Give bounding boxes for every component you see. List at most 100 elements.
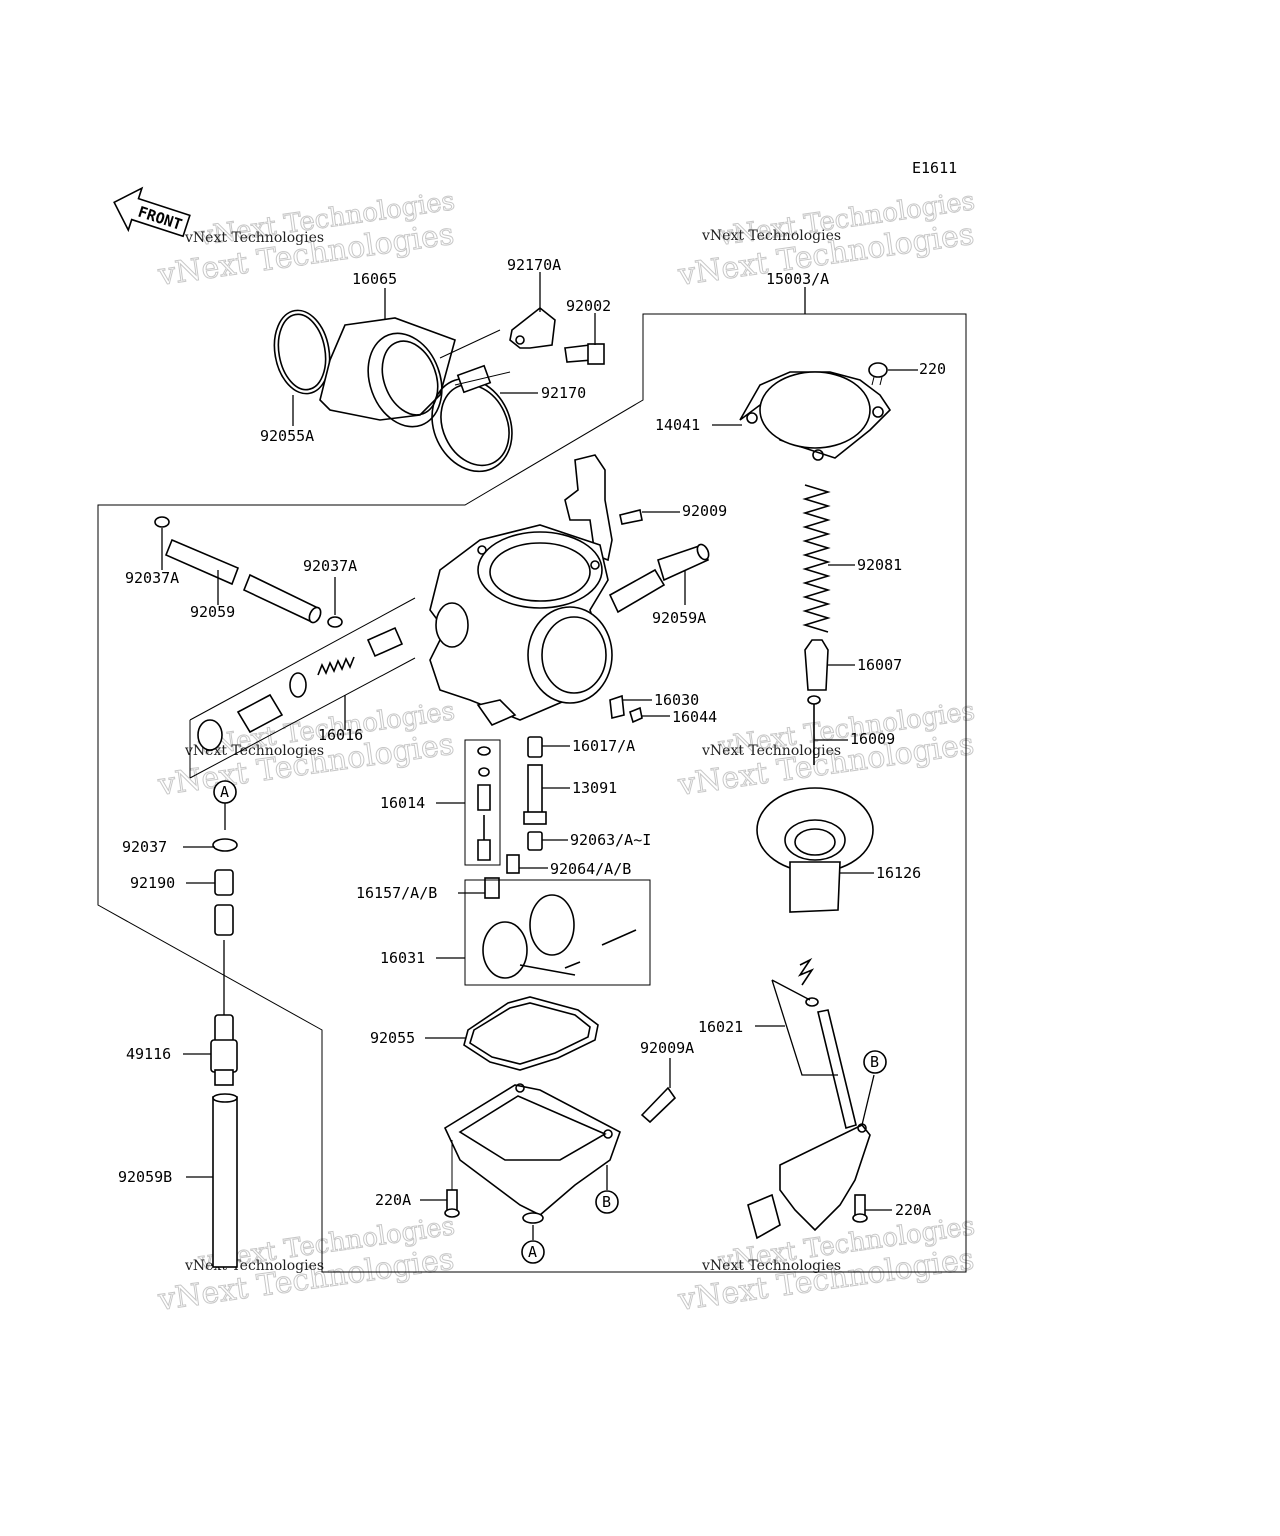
callout-b-right: B	[863, 1050, 887, 1074]
screw-92009a	[640, 1086, 677, 1124]
watermark-text-small: vNext Technologies	[184, 743, 324, 759]
plunger-92190-b	[214, 904, 234, 936]
clip-92037a-mid	[327, 616, 343, 628]
vent-tube-92059a-upper	[657, 543, 710, 582]
watermark-bottom-right: vNext Technologies vNext Technologies vN…	[675, 1211, 977, 1319]
label-15003a: 15003/A	[766, 270, 829, 288]
float-arm	[519, 961, 581, 976]
bowl-drain	[522, 1212, 544, 1224]
bracket-hole	[515, 335, 525, 345]
label-92059a: 92059A	[652, 609, 706, 627]
slide-piston	[789, 861, 841, 913]
vent-tube-92059a-lower	[608, 568, 666, 614]
gasket-92055	[463, 996, 599, 1071]
fitting-49116-top	[214, 1014, 234, 1044]
clamp-92170	[431, 377, 513, 473]
hose-92059-lower	[242, 573, 320, 624]
float-bowl	[443, 1084, 621, 1216]
watermark-top-left: vNext Technologies vNext Technologies vN…	[155, 186, 457, 294]
idle-spring	[797, 957, 815, 986]
clip-92037a-left	[154, 516, 170, 528]
diagram-code: E1611	[912, 159, 957, 177]
watermark-text-small: vNext Technologies	[184, 1258, 324, 1274]
callout-b-circle	[595, 1190, 619, 1214]
carb-outlet-bore-inner	[541, 616, 607, 694]
watermark-text-small: vNext Technologies	[701, 1258, 841, 1274]
throttle-stop-bracket	[779, 1124, 871, 1232]
callout-a-circle	[521, 1240, 545, 1264]
needle-valve-clip	[477, 746, 491, 756]
pilot-jet-92064	[506, 854, 520, 874]
screw-220a-right-head	[852, 1213, 868, 1223]
carb-chamber-inner	[489, 542, 591, 602]
label-16030: 16030	[654, 691, 699, 709]
plunger-nut	[236, 693, 284, 734]
clamp-92170-inner	[440, 383, 510, 467]
float-left	[482, 921, 528, 979]
needle-jet-13091	[527, 764, 543, 816]
hose-92059-upper	[164, 538, 240, 586]
label-16031: 16031	[380, 949, 425, 967]
bracket-92170a	[509, 306, 556, 349]
float-16031-box	[464, 879, 651, 986]
callout-a-letter: A	[528, 1243, 537, 1261]
needle-valve-ring	[478, 767, 490, 777]
label-16021: 16021	[698, 1018, 743, 1036]
label-16065: 16065	[352, 270, 397, 288]
watermark-bottom-left: vNext Technologies vNext Technologies vN…	[155, 1211, 457, 1319]
vent-tube-end	[696, 543, 710, 561]
screw-92009	[619, 509, 643, 525]
choke-group-outline	[189, 597, 416, 779]
intake-section	[273, 272, 605, 473]
callout-a-circle	[213, 780, 237, 804]
float-right	[529, 894, 575, 956]
carb-body-section	[429, 454, 710, 726]
float-bowl-inner	[458, 1095, 607, 1161]
o-ring-92055a-inner	[277, 313, 327, 391]
carb-chamber-top	[477, 531, 603, 609]
jets-section	[436, 736, 570, 899]
label-92037a-left: 92037A	[125, 569, 179, 587]
label-220a-left: 220A	[375, 1191, 411, 1209]
label-220: 220	[919, 360, 946, 378]
tube-92059b-end	[212, 1093, 238, 1103]
o-ring-92055a	[273, 309, 331, 395]
fitting-49116-body	[210, 1039, 238, 1073]
label-92009: 92009	[682, 502, 727, 520]
needle-holder-16007	[804, 639, 829, 691]
needle-valve-seat	[477, 839, 491, 861]
label-92055: 92055	[370, 1029, 415, 1047]
body-boss	[477, 545, 487, 555]
spring-92081	[802, 484, 831, 633]
cover-hole	[812, 449, 824, 461]
watermark-mid-right: vNext Technologies vNext Technologies vN…	[675, 696, 977, 804]
label-16016: 16016	[318, 726, 363, 744]
callout-b-letter: B	[602, 1193, 611, 1211]
clamp-screw-head	[456, 364, 492, 394]
gasket-92055-inner	[469, 1002, 591, 1065]
label-92170a: 92170A	[507, 256, 561, 274]
bowl-hole	[515, 1083, 525, 1093]
callout-a-letter: A	[220, 783, 229, 801]
jet-16017a	[527, 736, 543, 758]
tube-92059b	[212, 1096, 238, 1268]
main-jet-92063	[527, 831, 543, 851]
plunger-92190-a	[214, 869, 234, 896]
idle-knob	[747, 1193, 781, 1240]
label-92059b: 92059B	[118, 1168, 172, 1186]
callout-b-letter: B	[870, 1053, 879, 1071]
label-92170: 92170	[541, 384, 586, 402]
label-92063: 92063/A~I	[570, 831, 651, 849]
watermark-text-small: vNext Technologies	[184, 230, 324, 246]
watermark-text-small: vNext Technologies	[701, 228, 841, 244]
starter-section	[154, 516, 404, 1268]
carb-outlet-bore	[527, 606, 613, 704]
float-section	[420, 879, 677, 1240]
diaphragm-inner	[784, 819, 846, 861]
plunger-cap	[197, 719, 223, 751]
hose-end	[308, 606, 322, 624]
plunger-spring	[317, 656, 355, 676]
label-92081: 92081	[857, 556, 902, 574]
label-92037a-mid: 92037A	[303, 557, 357, 575]
label-13091: 13091	[572, 779, 617, 797]
